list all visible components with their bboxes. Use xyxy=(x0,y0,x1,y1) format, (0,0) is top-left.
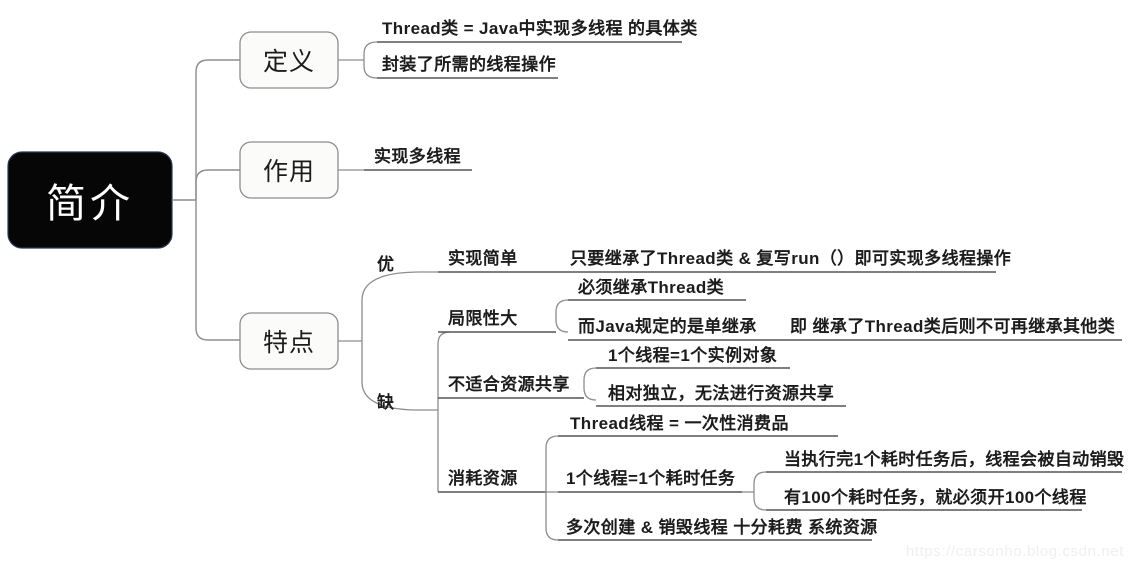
item-label-bushihe[interactable]: 不适合资源共享 xyxy=(448,375,570,394)
detail-bushihe-1[interactable]: 1个线程=1个实例对象 xyxy=(608,346,778,365)
connector-tedian-bracket xyxy=(361,271,421,411)
item-label-jvxianxingda[interactable]: 局限性大 xyxy=(448,309,518,328)
detail-jvxianxingda-2-note[interactable]: 即 继承了Thread类后则不可再继承其他类 xyxy=(790,317,1116,336)
connector-dingyi-bracket xyxy=(363,41,378,79)
subdetail-xiaohao-2[interactable]: 有100个耗时任务，就必须开100个线程 xyxy=(784,488,1087,507)
group-label-you[interactable]: 优 xyxy=(377,255,395,274)
connector-bushihe-bracket xyxy=(583,367,597,401)
node-label-zuoyong[interactable]: 作用 xyxy=(262,158,315,186)
detail-jvxianxingda-2[interactable]: 而Java规定的是单继承 xyxy=(578,317,757,336)
item-label-xiaohaoziyuan[interactable]: 消耗资源 xyxy=(448,469,518,488)
detail-xiaohao-3[interactable]: 多次创建 & 销毁线程 十分耗费 系统资源 xyxy=(566,518,878,537)
connector-jvxianxingda-bracket xyxy=(555,299,569,333)
detail-shixianjiandan-1[interactable]: 只要继承了Thread类 & 复写run（）即可实现多线程操作 xyxy=(570,249,1012,268)
leaf-zuoyong-1[interactable]: 实现多线程 xyxy=(374,147,461,166)
subdetail-xiaohao-1[interactable]: 当执行完1个耗时任务后，线程会被自动销毁 xyxy=(784,450,1125,469)
leaf-dingyi-1[interactable]: Thread类 = Java中实现多线程 的具体类 xyxy=(382,19,698,38)
connector-xiaohao-bracket xyxy=(545,435,559,541)
connector-subdetail-bracket xyxy=(753,471,767,511)
connector-que-corner-top xyxy=(437,331,451,345)
leaf-dingyi-2[interactable]: 封装了所需的线程操作 xyxy=(382,55,556,74)
detail-xiaohao-2[interactable]: 1个线程=1个耗时任务 xyxy=(566,469,736,488)
node-label-dingyi[interactable]: 定义 xyxy=(262,48,315,76)
connector-root-to-dingyi xyxy=(195,59,240,200)
connector-root-to-tedian xyxy=(195,200,240,341)
item-label-shixianjiandan[interactable]: 实现简单 xyxy=(448,249,518,268)
detail-jvxianxingda-1[interactable]: 必须继承Thread类 xyxy=(578,278,725,297)
watermark-text: https://carsonho.blog.csdn.net xyxy=(905,543,1124,560)
root-node-label[interactable]: 简介 xyxy=(46,182,134,226)
detail-bushihe-2[interactable]: 相对独立，无法进行资源共享 xyxy=(608,384,835,403)
detail-xiaohao-1[interactable]: Thread线程 = 一次性消费品 xyxy=(570,414,789,433)
connector-root-to-zuoyong xyxy=(195,169,240,200)
node-label-tedian[interactable]: 特点 xyxy=(262,329,315,357)
group-label-que[interactable]: 缺 xyxy=(377,393,395,412)
